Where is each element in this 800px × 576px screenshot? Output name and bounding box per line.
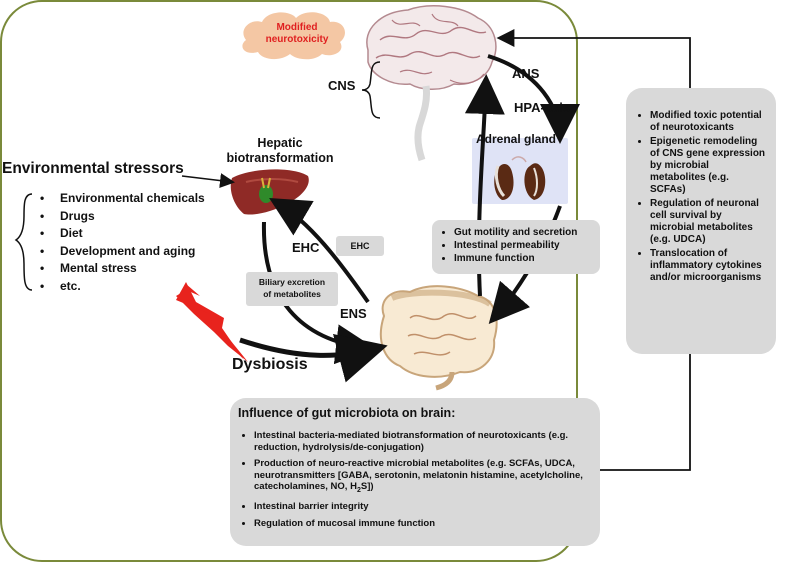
adrenal-box — [472, 138, 568, 204]
influence-item: Regulation of mucosal immune function — [254, 518, 590, 530]
cns-label: CNS — [328, 78, 356, 93]
stressor-item: Development and aging — [40, 243, 205, 261]
right-effects-box: Modified toxic potential of neurotoxican… — [626, 88, 776, 354]
hpa-axis-label: HPA-axis — [514, 100, 571, 115]
stressor-item: Drugs — [40, 208, 205, 226]
biliary-label: Biliary excretion of metabolites — [258, 277, 326, 299]
right-effect-item: Regulation of neuronal cell survival by … — [650, 198, 766, 246]
ehc-label: EHC — [292, 240, 320, 255]
influence-item-text-end: S]) — [360, 481, 374, 492]
cloud-label: Modified neurotoxicity — [265, 22, 329, 45]
cloud-shape — [242, 12, 345, 60]
ens-label: ENS — [340, 306, 367, 321]
ehc-box: EHC — [336, 236, 384, 256]
ans-label: ANS — [512, 66, 540, 81]
right-effect-item: Translocation of inflammatory cytokines … — [650, 248, 766, 284]
influence-item-subscript: 2 — [356, 486, 361, 494]
gut-effects-box: Gut motility and secretion Intestinal pe… — [432, 220, 600, 274]
arrow-intestine-liver — [269, 197, 370, 304]
adrenal-illustration — [494, 156, 546, 200]
dysbiosis-label: Dysbiosis — [232, 356, 308, 373]
influence-item: Production of neuro-reactive microbial m… — [254, 458, 590, 496]
gut-effect-item: Intestinal permeability — [454, 239, 594, 252]
stressor-item: Environmental chemicals — [40, 190, 205, 208]
stressors-title: Environmental stressors — [2, 160, 184, 177]
cns-brace — [361, 61, 381, 119]
stressor-item: Mental stress — [40, 260, 205, 278]
stressors-brace — [14, 193, 33, 291]
liver-illustration — [230, 169, 309, 215]
gut-effect-item: Immune function — [454, 252, 594, 265]
stressor-item: etc. — [40, 278, 205, 296]
arrow-dysbiosis-intestine — [239, 333, 388, 383]
arrow-brain-adrenal — [487, 54, 580, 144]
right-effect-item: Modified toxic potential of neurotoxican… — [650, 110, 766, 134]
influence-title: Influence of gut microbiota on brain: — [238, 406, 456, 420]
influence-item-text: Production of neuro-reactive microbial m… — [254, 458, 583, 492]
arrow-stressors-liver — [181, 173, 235, 189]
right-effects-list: Modified toxic potential of neurotoxican… — [634, 110, 766, 284]
stressors-list: Environmental chemicals Drugs Diet Devel… — [40, 190, 205, 295]
ehc-box-label: EHC — [350, 241, 370, 251]
influence-item: Intestinal bacteria-mediated biotransfor… — [254, 430, 590, 453]
influence-box: Influence of gut microbiota on brain: In… — [230, 398, 600, 546]
diagram-frame — [0, 0, 578, 562]
intestine-illustration — [379, 285, 498, 391]
hepatic-label: Hepatic biotransformation — [226, 136, 334, 165]
right-effect-item: Epigenetic remodeling of CNS gene expres… — [650, 136, 766, 196]
adrenal-gland-label: Adrenal gland — [476, 132, 557, 146]
stressor-item: Diet — [40, 225, 205, 243]
influence-item: Intestinal barrier integrity — [254, 501, 590, 513]
influence-list: Intestinal bacteria-mediated biotransfor… — [238, 430, 590, 529]
gut-effect-item: Gut motility and secretion — [454, 226, 594, 239]
biliary-box: Biliary excretion of metabolites — [246, 272, 338, 306]
gut-effects-list: Gut motility and secretion Intestinal pe… — [438, 226, 594, 265]
